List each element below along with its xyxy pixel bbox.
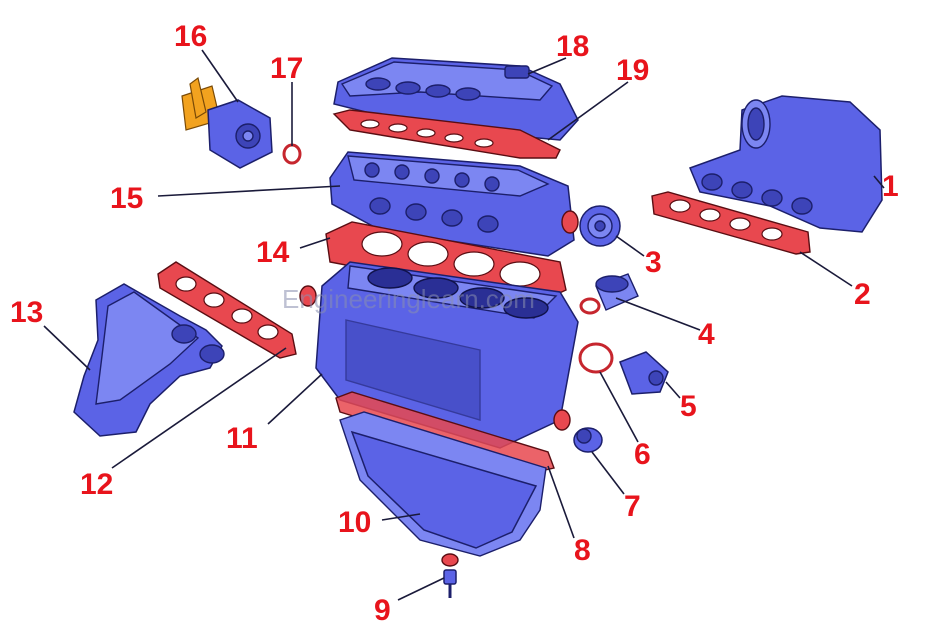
thermostat-housing xyxy=(181,76,273,169)
valve-cover-gasket xyxy=(332,109,561,159)
plug xyxy=(573,427,603,453)
o-ring-large xyxy=(578,342,614,374)
label-3: 3 xyxy=(645,246,662,279)
intake-manifold-gasket xyxy=(651,191,811,255)
label-2: 2 xyxy=(854,278,871,311)
oil-filter xyxy=(579,273,639,315)
label-18: 18 xyxy=(556,30,589,63)
label-4: 4 xyxy=(698,318,715,351)
label-12: 12 xyxy=(80,468,113,501)
label-14: 14 xyxy=(256,236,290,269)
label-15: 15 xyxy=(110,182,143,215)
oil-pressure-sensor xyxy=(619,351,669,395)
head-gasket xyxy=(325,221,567,303)
label-17: 17 xyxy=(270,52,303,85)
oil-pan-gasket xyxy=(335,391,555,473)
label-19: 19 xyxy=(616,54,649,87)
leader-lines xyxy=(43,49,885,601)
label-16: 16 xyxy=(174,20,207,53)
label-5: 5 xyxy=(680,390,697,423)
o-ring-small xyxy=(282,143,302,165)
label-1: 1 xyxy=(882,170,899,203)
exhaust-manifold-gasket xyxy=(157,261,297,359)
label-6: 6 xyxy=(634,438,651,471)
valve-cover xyxy=(333,57,579,141)
intake-manifold xyxy=(689,95,883,233)
label-7: 7 xyxy=(624,490,641,523)
label-11: 11 xyxy=(226,422,258,455)
oil-pan xyxy=(339,411,547,557)
label-13: 13 xyxy=(10,296,43,329)
engine-block xyxy=(299,261,579,449)
label-9: 9 xyxy=(374,594,391,627)
drain-plug xyxy=(441,553,459,598)
label-10: 10 xyxy=(338,506,371,539)
label-8: 8 xyxy=(574,534,591,567)
camshaft-pulley xyxy=(579,205,621,247)
exhaust-manifold xyxy=(73,283,225,437)
watermark: Engineeringlearn.com xyxy=(282,284,535,314)
